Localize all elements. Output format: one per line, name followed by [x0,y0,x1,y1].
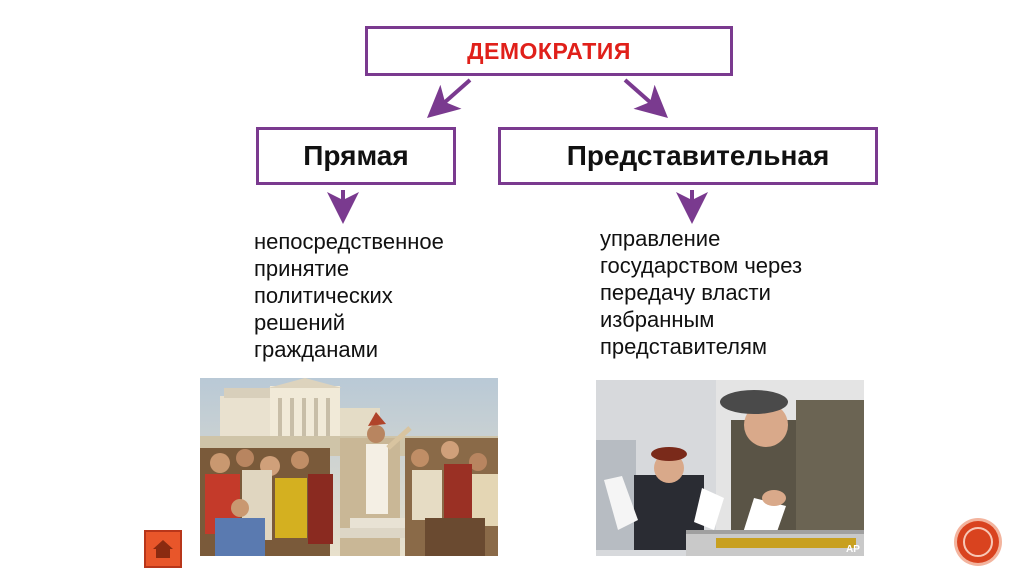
description-line: принятие [254,256,350,281]
description-line: передачу власти [600,280,771,305]
photo-credit: AP [846,544,860,555]
description-line: избранным [600,307,715,332]
nav-circle-button[interactable] [957,521,999,563]
arrow-root-left [427,78,472,118]
voting-photo-image: AP [596,380,864,556]
root-node-label: ДЕМОКРАТИЯ [467,37,631,64]
description-line: управление [600,226,721,251]
ancient-assembly-image [200,378,498,556]
description-line: представителям [600,334,767,359]
representative-democracy-node: Представительная [498,127,878,185]
representative-democracy-description: управление государством через передачу в… [600,225,870,360]
home-icon [153,540,173,558]
direct-democracy-label: Прямая [303,140,409,171]
direct-democracy-description: непосредственное принятие политических р… [254,228,514,363]
direct-democracy-node: Прямая [256,127,456,185]
description-line: государством через [600,253,803,278]
representative-democracy-label: Представительная [566,140,830,171]
description-line: решений [254,310,346,335]
root-node: ДЕМОКРАТИЯ [365,26,733,76]
description-line: политических [254,283,393,308]
home-button[interactable] [144,530,182,568]
arrow-root-right [623,78,668,118]
description-line: непосредственное [254,229,444,254]
description-line: гражданами [254,337,379,362]
